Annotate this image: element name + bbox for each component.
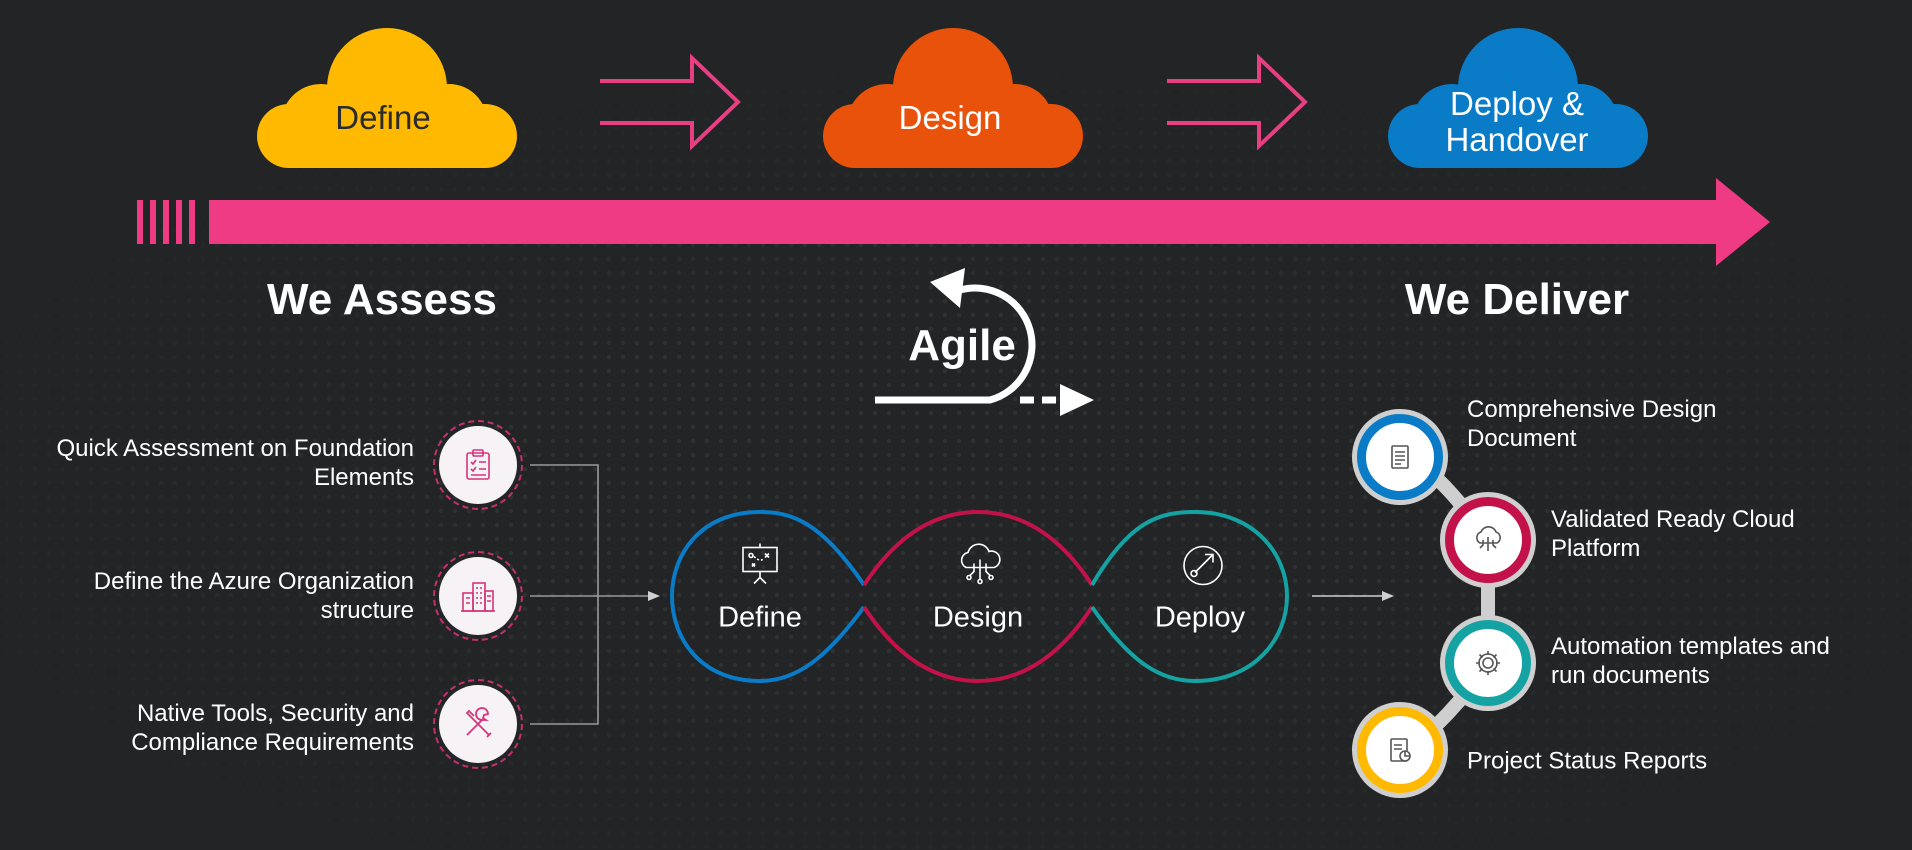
cloud-design-shape [823,28,1083,168]
deliverable-3-ring [1445,620,1531,706]
clipboard-checklist-icon [433,420,523,510]
arrow-define-to-design-icon [600,53,741,151]
deliverable-2-text: Validated Ready Cloud Platform [1551,506,1795,562]
timeline-arrow [137,178,1770,266]
document-icon [1391,445,1409,469]
wrench-screwdriver-icon [433,679,523,769]
agile-label: Agile [908,321,1016,370]
loop-deploy-label: Deploy [1154,601,1246,634]
cloud-define-label: Define [335,99,431,136]
assess-item-2-text: Define the Azure Organization structure [93,568,414,624]
assess-connector-lines [530,464,660,725]
arrow-design-to-deploy-icon [1167,53,1308,151]
agile-infinity-loop [669,509,1290,684]
agile-cycle-arrow-icon [875,268,1094,416]
assess-item-1-text: Quick Assessment on Foundation Elements [56,435,414,491]
cloud-define-shape [257,28,517,168]
cloud-design-label: Design [898,99,1002,136]
deliverable-3-text: Automation templates and run documents [1551,633,1830,689]
deliverable-1-text: Comprehensive Design Document [1467,396,1717,452]
loop-to-deliverables-arrow [1312,591,1394,601]
rocket-launch-icon [1179,540,1227,593]
heading-we-deliver: We Deliver [1404,275,1630,324]
deliverable-4-text: Project Status Reports [1467,747,1708,775]
cloud-circuit-icon [954,540,1006,593]
gear-icon [1476,651,1500,675]
deliverable-1-ring [1357,414,1443,500]
strategy-board-icon [738,542,782,591]
buildings-icon [433,551,523,641]
deliverable-4-ring [1357,707,1443,793]
report-chart-icon [1390,738,1411,762]
loop-define-label: Define [718,601,802,634]
heading-we-assess: We Assess [267,275,497,324]
assess-item-3-text: Native Tools, Security and Compliance Re… [131,700,414,756]
cloud-deploy-label: Deploy & Handover [1445,85,1589,158]
loop-design-label: Design [932,601,1024,634]
deliverable-2-ring [1445,497,1531,583]
cloud-circuit-icon [1476,526,1501,551]
